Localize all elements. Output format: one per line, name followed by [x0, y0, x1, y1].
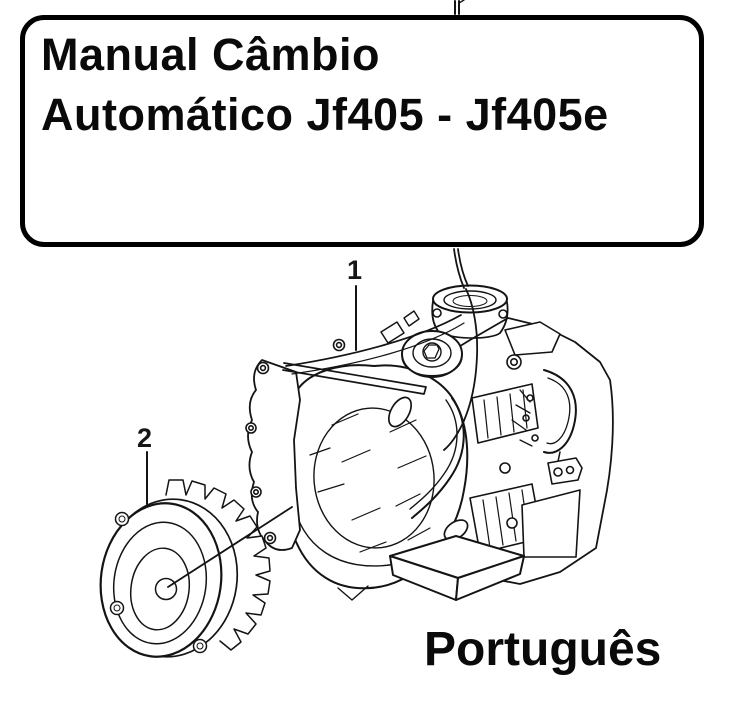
callout-2-label: 2	[137, 423, 153, 453]
cooler-tubes-drawing	[387, 396, 469, 541]
callout-leader-lines	[146, 285, 357, 588]
dipstick-tube-top	[454, 0, 465, 15]
bell-housing-drawing	[245, 359, 469, 601]
title-line-2: Automático Jf405 - Jf405e	[41, 89, 609, 140]
pump-pulley-drawing	[380, 310, 463, 378]
oil-pan-drawing	[389, 535, 525, 601]
shift-linkage-drawing	[282, 314, 465, 395]
callout-1-label: 1	[347, 255, 363, 285]
title-line-1: Manual Câmbio	[41, 29, 381, 80]
dipstick-tube-lower	[443, 248, 479, 451]
language-label: Português	[424, 623, 662, 676]
title-box: Manual Câmbio Automático Jf405 - Jf405e	[20, 15, 704, 247]
transmission-body-drawing	[427, 317, 614, 585]
torque-converter-drawing	[99, 479, 271, 658]
part-2-pointer-line	[167, 506, 293, 588]
